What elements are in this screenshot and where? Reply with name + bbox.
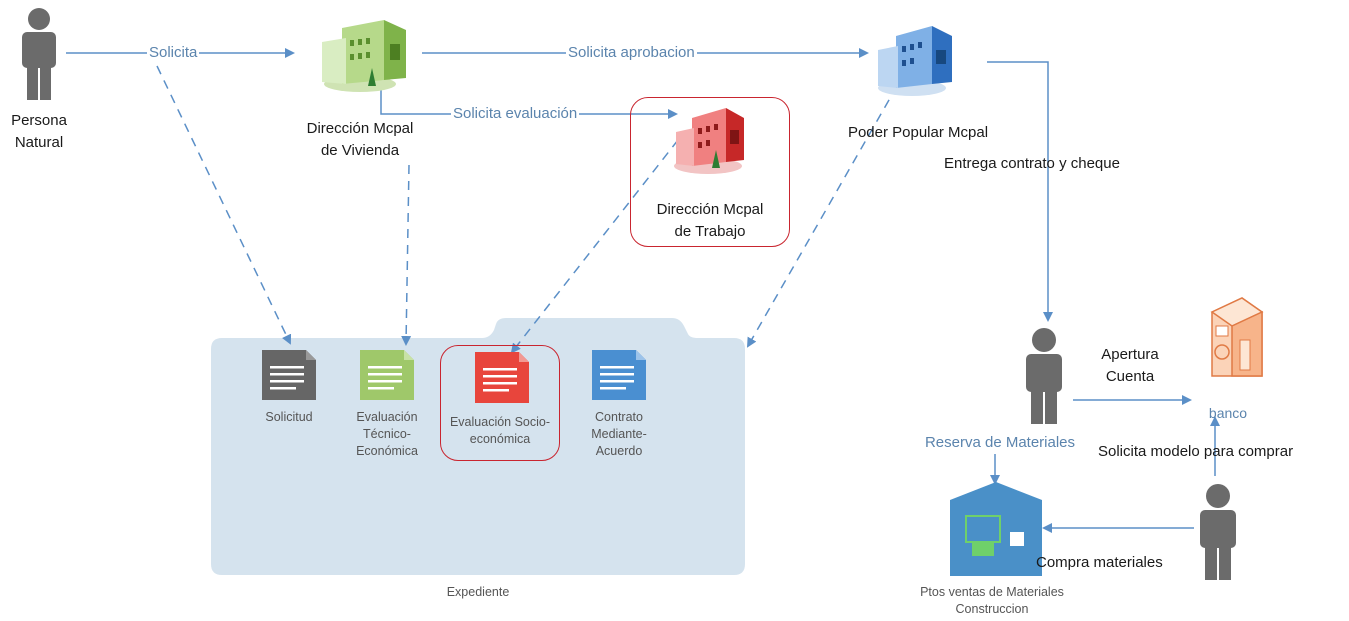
building-icon (878, 26, 952, 96)
doc-label-socio: Evaluación Socio- económica (449, 415, 551, 446)
dash-poder-folder (747, 85, 898, 348)
doc-label-tecnico: Evaluación Técnico- Económica (356, 410, 418, 458)
trabajo-label: Dirección Mcpal de Trabajo (656, 201, 764, 240)
persona-natural-label: Persona Natural (11, 112, 67, 151)
person-icon (1200, 484, 1236, 580)
edge-compra-materiales: Compra materiales (1036, 554, 1163, 571)
bank-icon (1210, 297, 1264, 377)
edge-apertura-cuenta: Apertura Cuenta (1101, 346, 1159, 385)
trabajo-highlight (630, 97, 790, 247)
edge-solicita: Solicita (147, 43, 200, 63)
document-icon (475, 352, 529, 403)
edge-entrega-contrato: Entrega contrato y cheque (944, 155, 1120, 172)
document-icon (592, 350, 646, 400)
vivienda-label: Dirección Mcpal de Vivienda (306, 120, 414, 159)
expediente-label: Expediente (446, 585, 510, 599)
doc-label-contrato: Contrato Mediante-Acuerdo (591, 410, 647, 458)
building-icon (322, 20, 406, 92)
edge-solicita-evaluacion: Solicita evaluación (451, 104, 580, 124)
dash-vivienda-tecnico (401, 164, 412, 346)
dash-trabajo-socio (510, 139, 679, 354)
building-icon (674, 108, 744, 174)
poder-popular-label: Poder Popular Mcpal (847, 124, 989, 141)
arrow-entrega-contrato (987, 61, 1053, 322)
edge-solicita-modelo: Solicita modelo para comprar (1098, 443, 1294, 460)
banco-label: banco (1208, 405, 1248, 421)
socio-highlight (440, 345, 560, 461)
doc-label-solicitud: Solicitud (265, 410, 313, 424)
person-icon (22, 8, 56, 100)
reserva-label: Reserva de Materiales (924, 434, 1076, 451)
store-icon (950, 482, 1042, 576)
edge-solicita-aprobacion: Solicita aprobacion (566, 43, 697, 63)
person-icon (1026, 328, 1062, 424)
document-icon (262, 350, 316, 400)
ptos-ventas-label: Ptos ventas de Materiales Construccion (920, 585, 1064, 616)
dash-persona-solicitud (156, 65, 292, 345)
document-icon (360, 350, 414, 400)
